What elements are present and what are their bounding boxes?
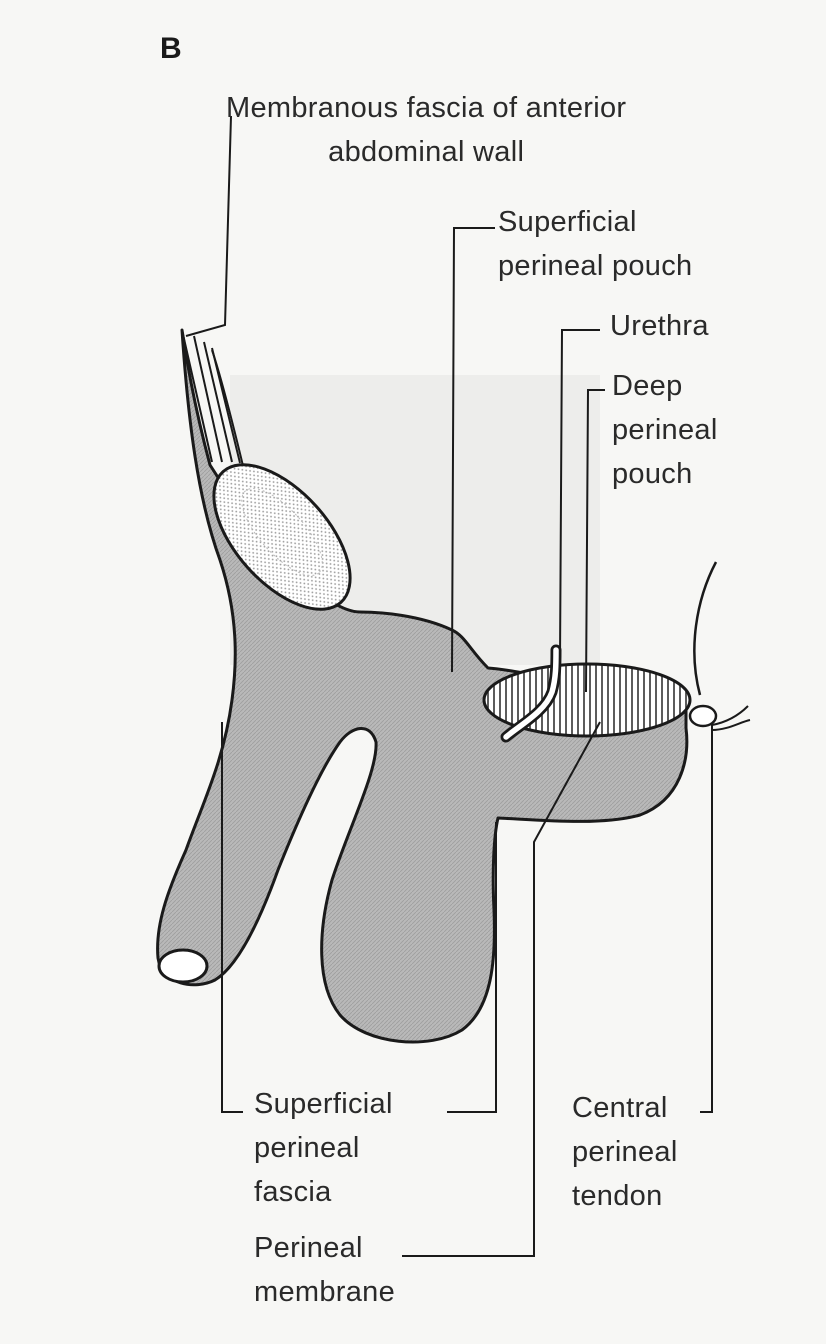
label-line: Membranous fascia of anterior <box>226 92 627 124</box>
leader-deep-pouch <box>585 389 605 693</box>
membranous-fascia-body <box>156 328 689 1044</box>
label-perineal-membrane: Perineal membrane <box>254 1226 395 1314</box>
panel-letter: B <box>160 32 182 65</box>
label-line: perineal <box>612 414 718 446</box>
buttock-outline <box>693 561 718 696</box>
label-line: fascia <box>254 1176 332 1208</box>
label-line: Superficial <box>254 1088 393 1120</box>
urethra-tube-lumen <box>503 647 559 740</box>
label-line: perineal <box>254 1132 360 1164</box>
leader-lines <box>185 115 713 1257</box>
leader-urethra <box>559 329 600 661</box>
label-line: Superficial <box>498 206 637 238</box>
label-line: tendon <box>572 1180 663 1212</box>
label-central-perineal-tendon: Central perineal tendon <box>572 1086 678 1218</box>
label-line: perineal <box>572 1136 678 1168</box>
leader-superficial-pouch <box>451 227 495 673</box>
leader-perineal-membrane <box>402 721 601 1257</box>
anal-outline <box>711 705 751 731</box>
label-line: Urethra <box>610 310 709 342</box>
label-line: pouch <box>612 458 693 490</box>
label-line: Central <box>572 1092 668 1124</box>
penile-opening <box>157 948 209 984</box>
leader-superficial-fascia-right <box>447 822 497 1113</box>
label-line: abdominal wall <box>328 136 525 168</box>
label-deep-perineal-pouch: Deep perineal pouch <box>612 364 718 496</box>
leader-central-tendon <box>700 724 713 1113</box>
leader-membranous-fascia <box>185 115 232 337</box>
central-perineal-tendon-knot <box>688 704 718 728</box>
label-membranous-fascia: Membranous fascia of anterior abdominal … <box>226 86 626 174</box>
fascia-strands <box>181 329 241 464</box>
label-urethra: Urethra <box>610 304 709 348</box>
label-superficial-perineal-pouch: Superficial perineal pouch <box>498 200 692 288</box>
spermatic-cord-oval <box>212 463 352 611</box>
label-line: perineal pouch <box>498 250 693 282</box>
leader-superficial-fascia-left <box>221 722 243 1113</box>
spermatic-cord-inner <box>241 488 323 576</box>
label-line: Perineal <box>254 1232 363 1264</box>
label-line: Deep <box>612 370 683 402</box>
label-line: membrane <box>254 1276 396 1308</box>
fascia-strand-outer <box>211 349 245 471</box>
label-superficial-perineal-fascia: Superficial perineal fascia <box>254 1082 393 1214</box>
